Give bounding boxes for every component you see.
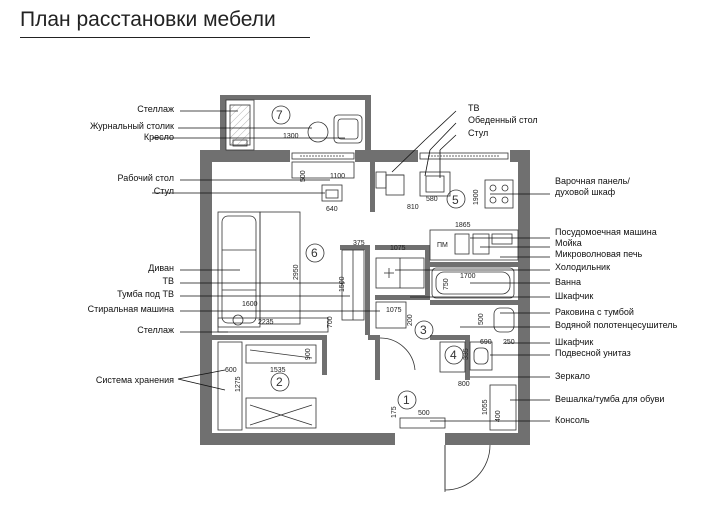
room-number-5: 5 xyxy=(452,193,459,207)
room-number-4: 4 xyxy=(450,348,457,362)
dim-500: 500 xyxy=(300,170,307,182)
dim-1075b: 1075 xyxy=(386,307,402,314)
label-coffee-table: Журнальный столик xyxy=(89,121,174,131)
dim-2950: 2950 xyxy=(293,264,300,280)
label-chair-top: Стул xyxy=(468,128,489,138)
dim-1600: 1600 xyxy=(242,301,258,308)
label-bath: Ванна xyxy=(555,277,581,287)
label-hanger: Вешалка/тумба для обуви xyxy=(555,394,665,404)
dim-335: 335 xyxy=(463,348,470,360)
label-cabinet-1: Шкафчик xyxy=(555,291,594,301)
label-stellazh-top: Стеллаж xyxy=(137,104,174,114)
dim-750: 750 xyxy=(443,278,450,290)
dim-1100: 1100 xyxy=(330,173,345,180)
dim-1055: 1055 xyxy=(482,399,489,415)
label-mirror: Зеркало xyxy=(555,371,590,381)
dim-2235: 2235 xyxy=(258,319,274,326)
balcony xyxy=(225,99,363,151)
dim-375: 375 xyxy=(353,240,365,247)
walls xyxy=(200,95,530,445)
room-number-1: 1 xyxy=(403,393,410,407)
room-number-2: 2 xyxy=(276,375,283,389)
dim-810: 810 xyxy=(407,204,419,211)
dim-1865: 1865 xyxy=(455,222,471,229)
dim-500c: 500 xyxy=(418,410,430,417)
label-washer: Стиральная машина xyxy=(87,304,174,314)
dim-1500: 1500 xyxy=(339,276,346,292)
label-dining-table: Обеденный стол xyxy=(468,115,538,125)
title-underline xyxy=(20,37,310,38)
kitchen xyxy=(429,179,519,261)
dim-500b: 500 xyxy=(478,313,485,325)
dim-250: 250 xyxy=(503,339,515,346)
label-toilet: Подвесной унитаз xyxy=(555,348,631,358)
dining-area xyxy=(375,171,451,197)
dim-1275: 1275 xyxy=(235,376,242,392)
label-chair-left: Стул xyxy=(153,186,174,196)
dim-1700: 1700 xyxy=(460,273,476,280)
room-number-7: 7 xyxy=(276,108,283,122)
dim-1535: 1535 xyxy=(270,367,286,374)
dim-400: 400 xyxy=(495,410,502,422)
dim-600: 600 xyxy=(225,367,237,374)
dim-800b: 800 xyxy=(458,381,470,388)
room-number-3: 3 xyxy=(420,323,427,337)
dim-diameter: 1300 xyxy=(283,133,299,140)
label-dishwasher: Посудомоечная машина xyxy=(555,227,657,237)
label-sofa: Диван xyxy=(148,263,174,273)
label-sink: Мойка xyxy=(555,238,582,248)
label-tv-left: ТВ xyxy=(162,276,174,286)
label-armchair: Кресло xyxy=(143,132,174,142)
dim-640: 640 xyxy=(326,206,338,213)
dim-580: 580 xyxy=(426,196,438,203)
page-title: План расстановки мебели xyxy=(20,8,276,31)
utility xyxy=(375,257,425,329)
dim-pm: ПМ xyxy=(437,242,448,249)
dim-175: 175 xyxy=(391,406,398,418)
storage-room xyxy=(217,341,317,431)
label-tv-top: ТВ xyxy=(468,103,480,113)
label-storage: Система хранения xyxy=(95,375,174,385)
entrance xyxy=(379,337,517,492)
label-stellazh-bottom: Стеллаж xyxy=(137,325,174,335)
dim-900: 900 xyxy=(305,348,312,360)
label-microwave: Микроволновая печь xyxy=(555,249,643,259)
living-room xyxy=(217,211,365,333)
label-towel-rail: Водяной полотенцесушитель xyxy=(555,320,678,330)
label-cabinet-2: Шкафчик xyxy=(555,337,594,347)
dim-690: 690 xyxy=(480,339,492,346)
dim-1075a: 1075 xyxy=(390,245,406,252)
dim-200: 200 xyxy=(407,314,414,326)
leader-lines xyxy=(152,110,550,422)
room-number-6: 6 xyxy=(311,246,318,260)
label-fridge: Холодильник xyxy=(555,262,611,272)
dim-700: 700 xyxy=(327,316,334,328)
label-washbasin: Раковина с тумбой xyxy=(555,307,634,317)
label-console: Консоль xyxy=(555,415,590,425)
label-tv-stand: Тумба под ТВ xyxy=(117,289,174,299)
label-desk: Рабочий стол xyxy=(117,173,175,183)
label-hob: Варочная панель/ духовой шкаф xyxy=(555,176,630,197)
dim-1900: 1900 xyxy=(473,189,480,205)
